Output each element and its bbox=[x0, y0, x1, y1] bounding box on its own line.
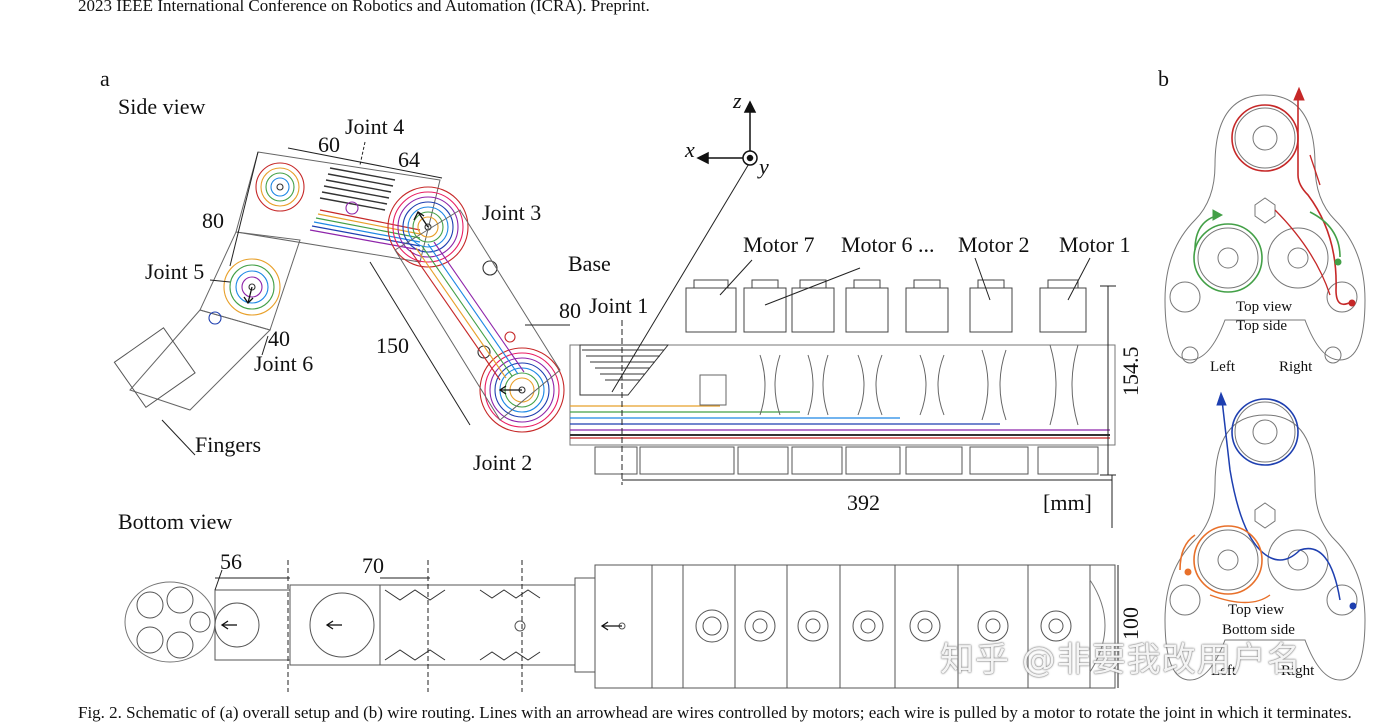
dim-80-left: 80 bbox=[202, 208, 224, 233]
top-view-title-1: Top view bbox=[1236, 299, 1293, 315]
joint-axis-arrows bbox=[243, 211, 522, 395]
label-joint6: Joint 6 bbox=[254, 351, 314, 376]
unit-mm: [mm] bbox=[1043, 490, 1092, 515]
axis-x-label: x bbox=[685, 137, 695, 162]
right-label-2: Right bbox=[1281, 663, 1315, 679]
dim-56: 56 bbox=[220, 549, 242, 574]
bottom-view-title: Bottom view bbox=[118, 509, 233, 534]
page-header: 2023 IEEE International Conference on Ro… bbox=[78, 0, 650, 15]
forearm-tendons bbox=[409, 241, 525, 381]
dim-70: 70 bbox=[362, 553, 384, 578]
dim-64: 64 bbox=[398, 147, 420, 172]
arm-link-forearm bbox=[394, 209, 561, 421]
dim-80-base: 80 bbox=[559, 298, 581, 323]
left-label-1: Left bbox=[1210, 359, 1235, 375]
label-motor7: Motor 7 bbox=[743, 232, 815, 257]
label-motor6: Motor 6 ... bbox=[841, 232, 935, 257]
top-view-title-2: Top view bbox=[1228, 602, 1285, 618]
dim-150: 150 bbox=[376, 333, 409, 358]
label-motor1: Motor 1 bbox=[1059, 232, 1131, 257]
arm-link-upper bbox=[113, 151, 441, 411]
label-motor2: Motor 2 bbox=[958, 232, 1030, 257]
side-view-title: Side view bbox=[118, 94, 206, 119]
label-base: Base bbox=[568, 251, 611, 276]
label-joint5: Joint 5 bbox=[145, 259, 205, 284]
dim-60: 60 bbox=[318, 132, 340, 157]
axis-z-label: z bbox=[733, 88, 742, 113]
label-joint3: Joint 3 bbox=[482, 200, 542, 225]
panel-b-letter: b bbox=[1158, 66, 1169, 91]
dimension-lines bbox=[161, 141, 1116, 528]
wire-routing-bottom bbox=[1164, 391, 1366, 681]
label-fingers: Fingers bbox=[195, 432, 261, 457]
coordinate-frame bbox=[696, 100, 758, 166]
left-label-2: Left bbox=[1211, 663, 1236, 679]
bottom-side-subtitle: Bottom side bbox=[1222, 622, 1295, 638]
dim-154-5: 154.5 bbox=[1118, 346, 1143, 397]
axis-y-label: y bbox=[759, 154, 769, 179]
joint-pulleys bbox=[208, 162, 565, 433]
panel-a-letter: a bbox=[100, 66, 110, 91]
wire-routing-top bbox=[1164, 86, 1366, 364]
top-side-subtitle: Top side bbox=[1236, 318, 1288, 334]
dim-40: 40 bbox=[268, 326, 290, 351]
label-joint4: Joint 4 bbox=[345, 114, 405, 139]
label-joint1: Joint 1 bbox=[589, 293, 649, 318]
label-joint2: Joint 2 bbox=[473, 450, 533, 475]
base-structure bbox=[569, 279, 1116, 475]
dim-392: 392 bbox=[847, 490, 880, 515]
watermark: 知乎 @非要我改用户名 bbox=[940, 640, 1302, 680]
figure-caption: Fig. 2. Schematic of (a) overall setup a… bbox=[78, 703, 1352, 722]
right-label-1: Right bbox=[1279, 359, 1313, 375]
bottom-view-drawing bbox=[124, 560, 1119, 692]
